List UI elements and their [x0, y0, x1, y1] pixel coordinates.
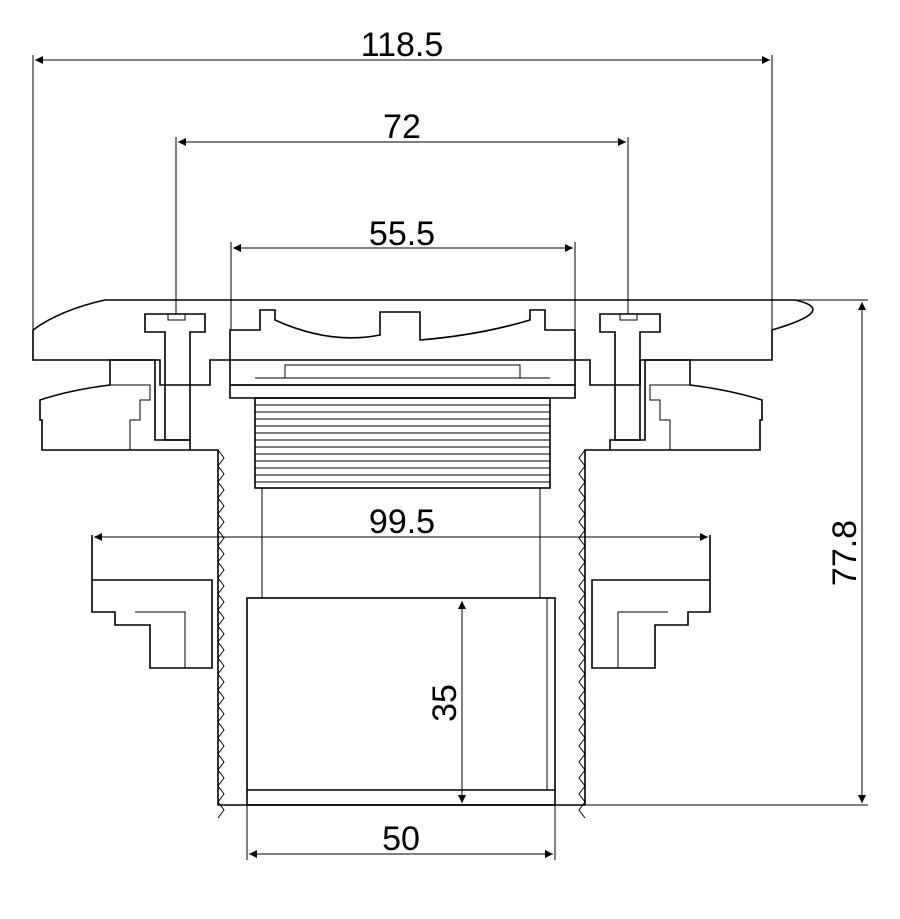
dim-99-5-label: 99.5 [369, 503, 435, 541]
part-outline [32, 299, 814, 819]
left-wing [39, 359, 191, 451]
right-wing [609, 359, 763, 451]
right-thread [578, 449, 586, 819]
dimension-bottom-width: 50 [246, 805, 556, 860]
threaded-head [254, 397, 551, 489]
dim-72-label: 72 [383, 108, 421, 146]
dim-77-8-label: 77.8 [826, 520, 864, 586]
dimension-inner-height: 35 [426, 601, 466, 803]
dimension-height: 77.8 [585, 299, 868, 806]
dim-118-5-label: 118.5 [361, 26, 444, 64]
top-flange [32, 299, 814, 386]
dimension-nut-width: 99.5 [91, 503, 711, 541]
dimension-bolt-span: 72 [175, 108, 629, 314]
left-thread [217, 449, 225, 819]
dimension-overall-width: 118.5 [32, 26, 773, 330]
left-nut [91, 535, 213, 669]
right-nut [591, 535, 711, 669]
left-bolt-pocket [144, 313, 206, 441]
inner-sleeve [246, 597, 556, 806]
dim-50-label: 50 [382, 820, 420, 858]
dim-55-5-label: 55.5 [369, 215, 435, 253]
thread-lines [255, 404, 550, 483]
dim-35-label: 35 [426, 684, 464, 722]
right-bolt-pocket [599, 313, 661, 441]
center-cap [229, 309, 576, 386]
dimension-top-opening: 55.5 [230, 215, 576, 330]
